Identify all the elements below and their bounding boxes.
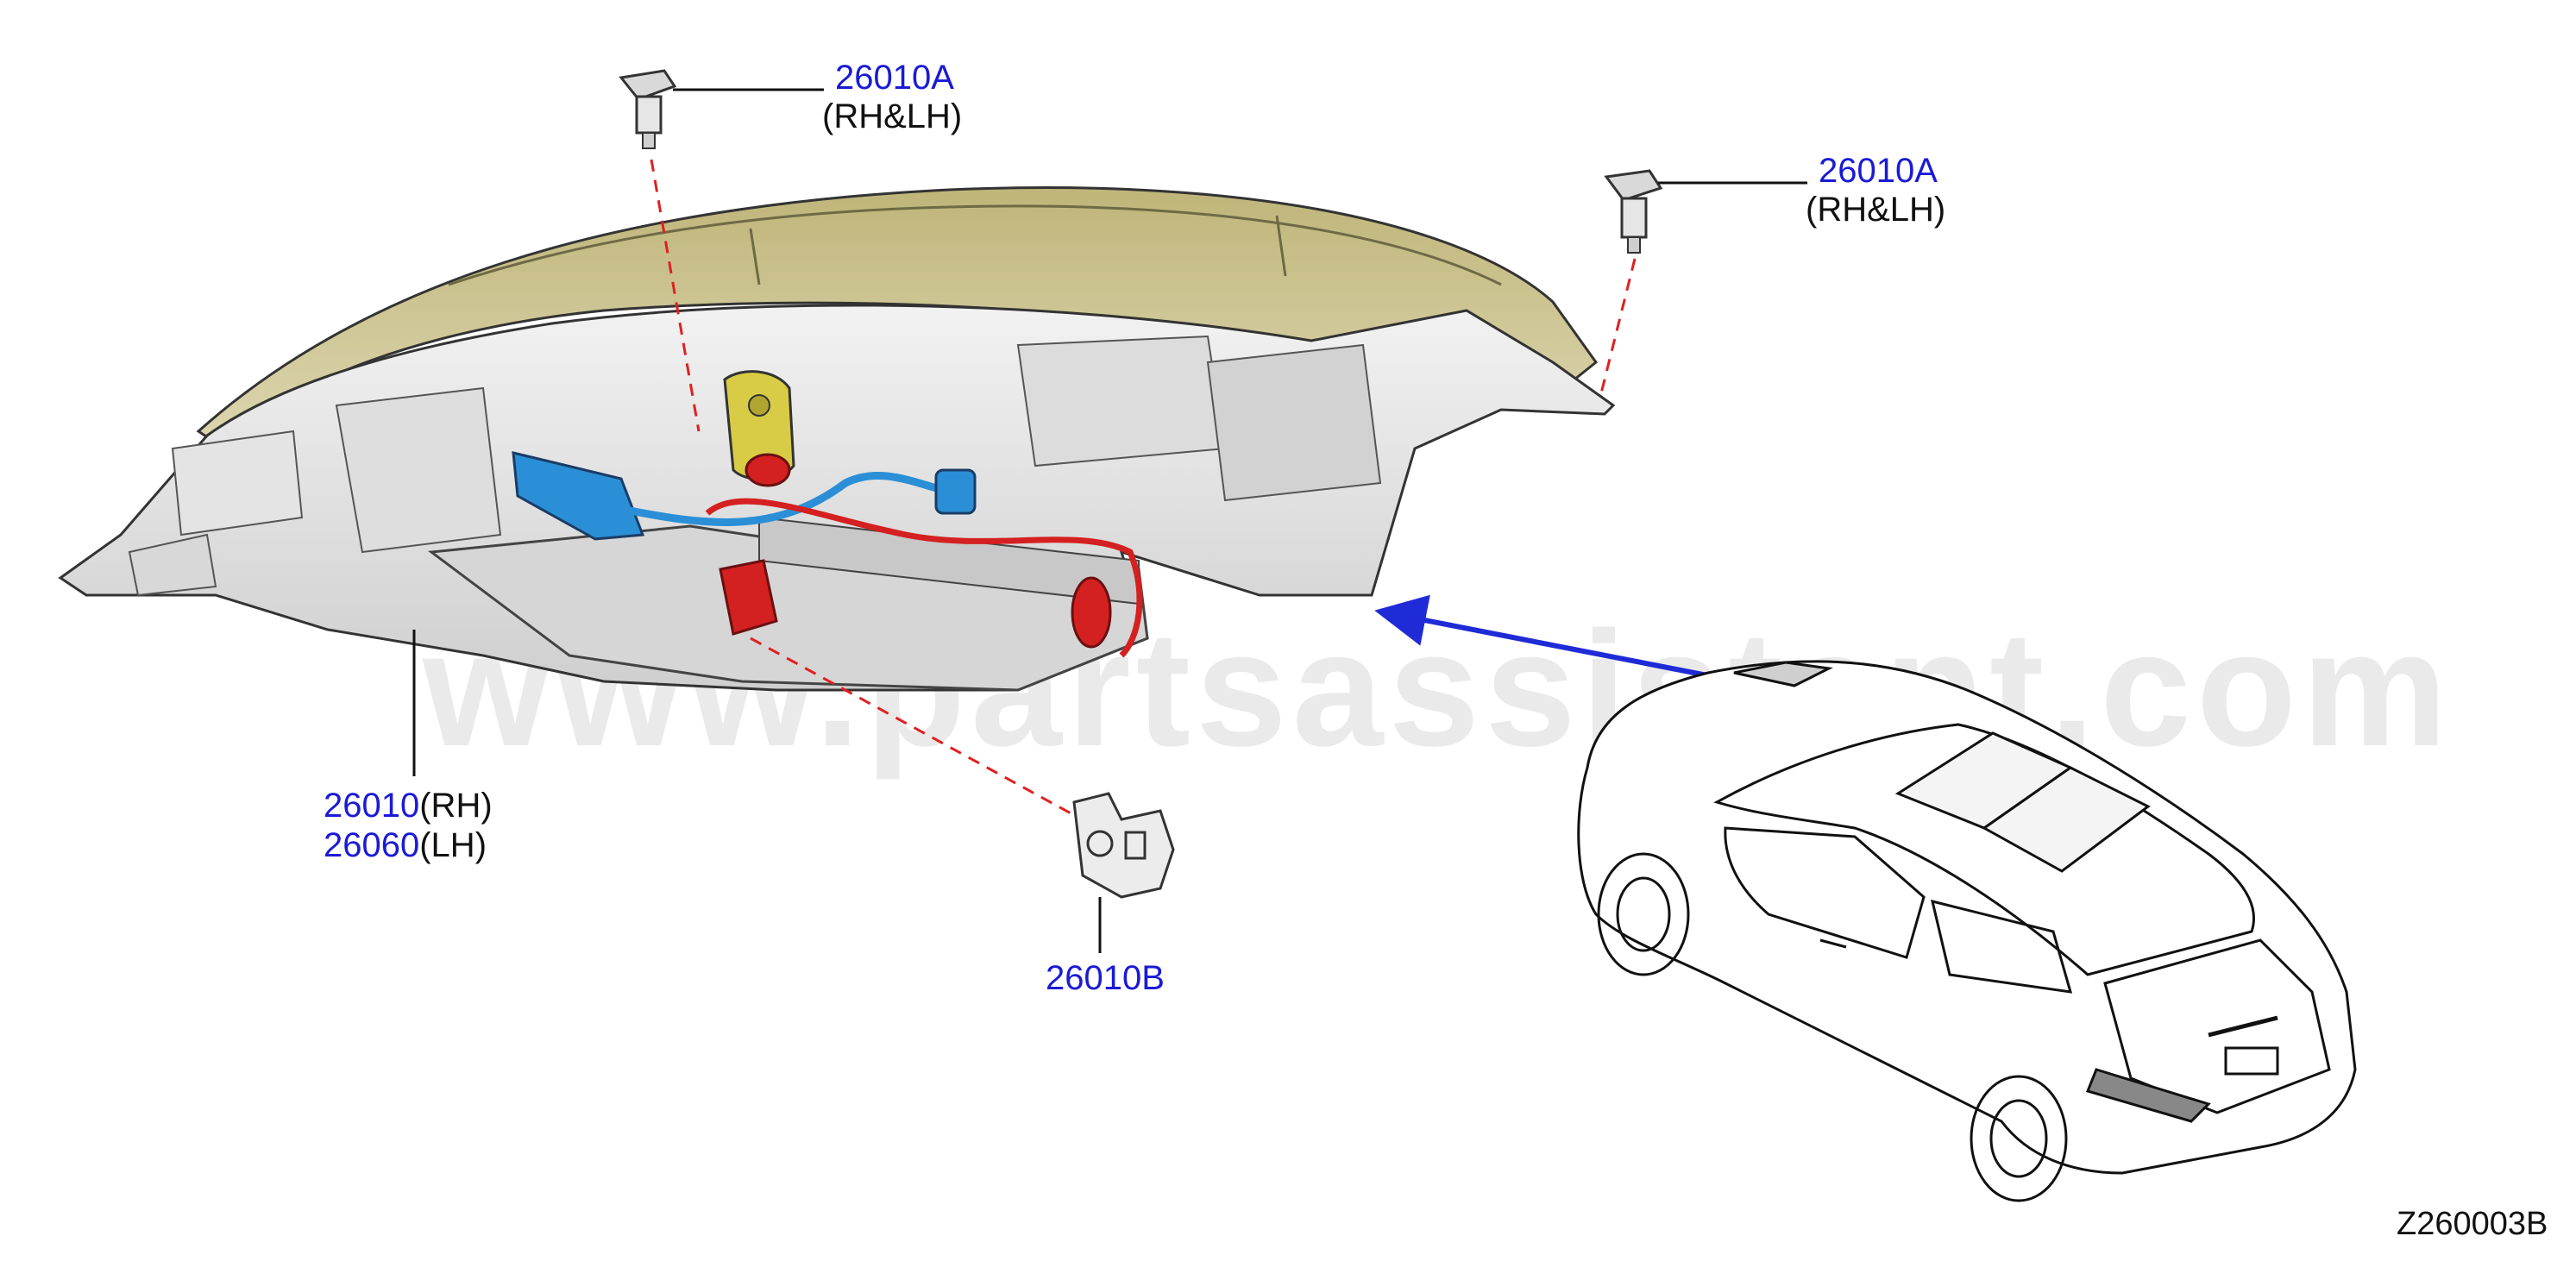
bolt-right-icon[interactable]	[1604, 169, 1663, 254]
part-note-bolt-top: (RH&LH)	[822, 97, 963, 135]
dash-bolt-top	[650, 159, 701, 432]
part-number-bolt-right[interactable]: 26010A	[1819, 152, 1938, 190]
diagram-code: Z260003B	[2397, 1206, 2548, 1242]
part-note-bolt-right: (RH&LH)	[1806, 191, 1946, 229]
bulb-socket-blue	[512, 451, 645, 541]
headlamp-lh-callout: 26060(LH)	[324, 828, 487, 863]
leveling-actuator	[723, 370, 795, 481]
part-note-headlamp-lh: (LH)	[419, 826, 487, 864]
bolt-top-icon[interactable]	[619, 69, 677, 149]
headlamp-rh-callout: 26010(RH)	[324, 788, 493, 823]
part-number-headlamp-lh[interactable]: 26060	[324, 826, 420, 864]
headlamp-lens	[196, 186, 1599, 450]
part-number-clip[interactable]: 26010B	[1046, 959, 1165, 997]
dash-bolt-right	[1599, 258, 1637, 398]
wire-red	[705, 498, 1143, 658]
wire-blue	[620, 471, 951, 526]
connector-red	[719, 559, 778, 636]
location-arrow-icon	[1374, 594, 1739, 684]
part-number-bolt-top[interactable]: 26010A	[835, 59, 954, 97]
part-note-headlamp-rh: (RH)	[419, 787, 493, 825]
vehicle-icon	[1577, 660, 2357, 1202]
headlamp-assembly-icon[interactable]	[58, 186, 1616, 692]
part-number-headlamp-rh[interactable]: 26010	[324, 787, 420, 825]
clip-icon[interactable]	[1072, 792, 1175, 899]
